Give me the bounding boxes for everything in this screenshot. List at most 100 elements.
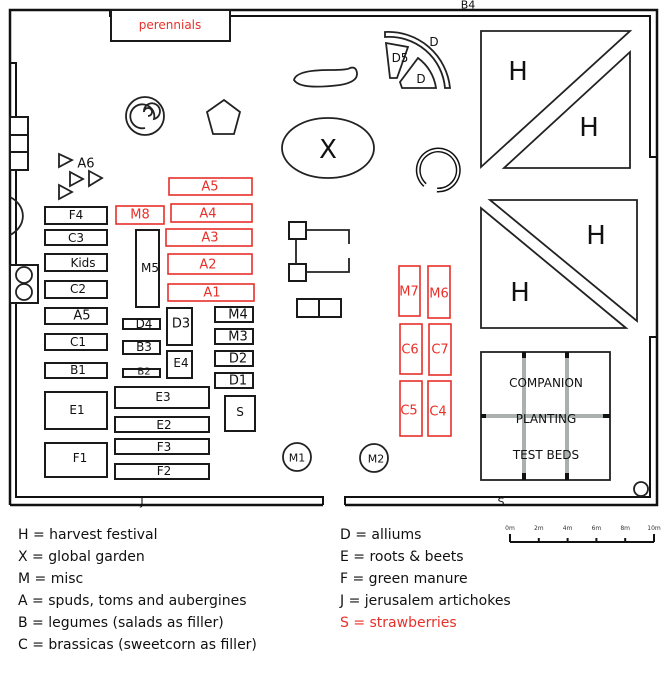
- edge-label-s: S: [498, 496, 505, 509]
- bed-d3[interactable]: [166, 307, 193, 346]
- bed-m5[interactable]: [135, 229, 160, 308]
- bed-m8-label: M8: [130, 208, 150, 223]
- bed-f4-label: F4: [69, 208, 84, 222]
- bed-d4-label: D4: [136, 317, 153, 331]
- bed-m2-label: M2: [368, 453, 385, 466]
- global-garden-bed[interactable]: [281, 117, 375, 179]
- bed-m3[interactable]: [214, 328, 254, 345]
- potato-rows: A5 A4 A3 A2 A1: [165, 177, 255, 302]
- bed-a1[interactable]: [167, 283, 255, 302]
- perennials-bed[interactable]: [110, 9, 231, 42]
- bed-e3[interactable]: [114, 386, 210, 409]
- tap-icon[interactable]: [633, 481, 649, 497]
- bed-m2[interactable]: [359, 443, 389, 473]
- middle-beds: M8 M5 D4 B3 B2 D3 E4 E3 E2 F3 F2: [114, 205, 210, 480]
- bed-b1[interactable]: [44, 362, 108, 379]
- global-garden-label: X: [319, 135, 337, 165]
- scale-tick-label: 6m: [592, 525, 602, 532]
- bed-d2-label: D2: [229, 352, 247, 367]
- bed-m6[interactable]: [427, 265, 451, 319]
- bed-m7[interactable]: [398, 265, 421, 317]
- bed-c7-label: C7: [431, 343, 448, 358]
- bed-e1[interactable]: [44, 391, 108, 430]
- bed-c5[interactable]: [399, 380, 423, 437]
- bed-c5-label: C5: [400, 404, 417, 419]
- harvest-beds-top[interactable]: [480, 30, 633, 170]
- bed-c6[interactable]: [399, 323, 423, 375]
- alliums-arc-label: D: [429, 35, 438, 49]
- bed-e2[interactable]: [114, 416, 210, 433]
- steps-left: [9, 116, 29, 171]
- boat-bed-icon[interactable]: [293, 66, 358, 88]
- bed-c4[interactable]: [427, 380, 452, 437]
- scale-tick-label: 0m: [505, 525, 515, 532]
- scale-tick-label: 10m: [647, 525, 661, 532]
- bed-c1-label: C1: [70, 335, 86, 349]
- bed-a4[interactable]: [170, 203, 253, 223]
- legend-item: J = jerusalem artichokes: [340, 593, 511, 609]
- a6-triangles[interactable]: [58, 152, 104, 201]
- bed-c6-label: C6: [401, 343, 418, 358]
- harvest-label-1: H: [508, 57, 528, 87]
- companion-label-2: PLANTING: [516, 412, 577, 426]
- bed-m4[interactable]: [214, 306, 254, 323]
- legend-left: H = harvest festival X = global garden M…: [18, 524, 257, 656]
- bed-b3-label: B3: [136, 340, 152, 354]
- harvest-beds-bottom[interactable]: [480, 199, 638, 329]
- pentagon-bed-icon[interactable]: [205, 98, 242, 135]
- legend-item: D = alliums: [340, 527, 422, 543]
- bed-m8[interactable]: [115, 205, 165, 225]
- bed-f3-label: F3: [157, 440, 172, 454]
- water-butts[interactable]: [9, 264, 39, 304]
- bed-e2-label: E2: [156, 418, 171, 432]
- bed-m1[interactable]: [282, 442, 312, 472]
- bed-d1[interactable]: [214, 372, 254, 389]
- companion-label-1: COMPANION: [509, 376, 583, 390]
- bed-f4[interactable]: [44, 206, 108, 225]
- bed-c1[interactable]: [44, 333, 108, 351]
- bed-b1-label: B1: [70, 363, 86, 377]
- bed-strawberry[interactable]: [224, 395, 256, 432]
- bed-a4-label: A4: [199, 207, 216, 222]
- edge-label-j: J: [139, 496, 143, 509]
- bed-b2-label: B2: [137, 367, 150, 378]
- bed-c3-label: C3: [68, 231, 84, 245]
- bed-m1-label: M1: [289, 452, 306, 465]
- bed-c2[interactable]: [44, 280, 108, 299]
- companion-planting-grid[interactable]: [480, 351, 611, 481]
- bed-kids[interactable]: [44, 253, 108, 272]
- bed-d1-label: D1: [229, 374, 247, 389]
- bed-c3[interactable]: [44, 229, 108, 246]
- alliums-arc-bed[interactable]: [384, 31, 451, 89]
- bed-f2[interactable]: [114, 463, 210, 480]
- bed-f1[interactable]: [44, 442, 108, 478]
- bed-a3[interactable]: [165, 228, 253, 247]
- bed-a2[interactable]: [167, 253, 253, 275]
- bed-d-label: D: [416, 72, 425, 86]
- bed-a5-label: A5: [201, 180, 218, 195]
- bed-a1-label: A1: [203, 286, 220, 301]
- bed-a5-left[interactable]: [44, 307, 108, 325]
- bed-b2[interactable]: [122, 368, 161, 378]
- bed-a5[interactable]: [168, 177, 253, 196]
- bed-e4[interactable]: [166, 350, 193, 379]
- bed-a3-label: A3: [201, 231, 218, 246]
- bed-d3-label: D3: [172, 317, 190, 332]
- half-circle-bed-icon[interactable]: [9, 196, 24, 236]
- pond-structure[interactable]: [288, 221, 350, 282]
- bed-e4-label: E4: [173, 356, 188, 370]
- bed-m5-label: M5: [141, 261, 159, 275]
- bed-strawberry-label: S: [236, 405, 244, 419]
- bed-b3[interactable]: [122, 340, 161, 355]
- scale-tick-label: 2m: [534, 525, 544, 532]
- bed-c7[interactable]: [428, 323, 452, 376]
- bed-e1-label: E1: [69, 403, 84, 417]
- edge-label-top: B4: [461, 0, 476, 12]
- compost-bins[interactable]: [296, 298, 342, 318]
- bed-f3[interactable]: [114, 438, 210, 455]
- bed-d2[interactable]: [214, 350, 254, 367]
- a6-label: A6: [77, 157, 94, 172]
- spiral-bed-icon[interactable]: [125, 96, 165, 136]
- bed-d4[interactable]: [122, 318, 161, 330]
- ring-bed-icon[interactable]: [415, 147, 461, 193]
